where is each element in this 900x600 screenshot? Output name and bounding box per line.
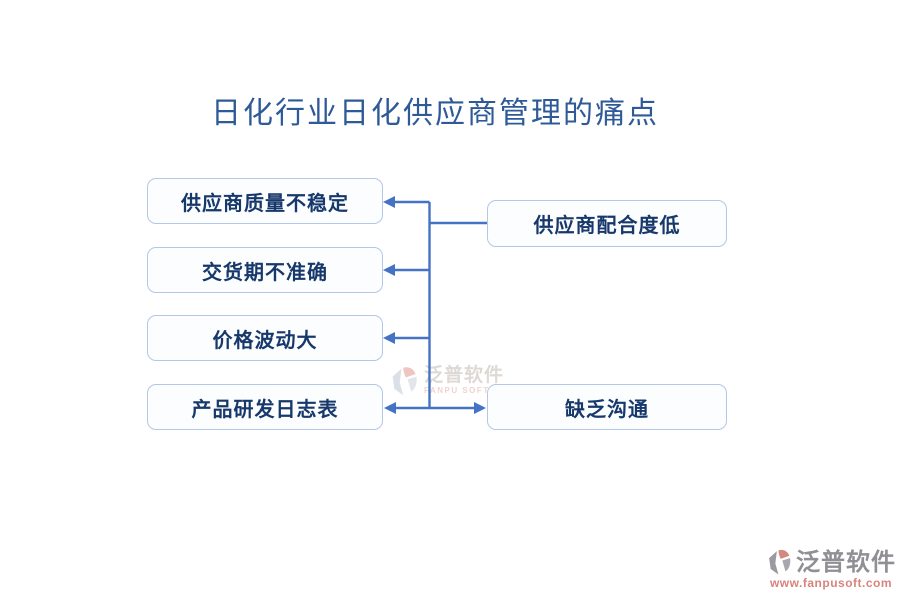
box-label: 交货期不准确 — [202, 259, 328, 284]
box-product-rd-log: 产品研发日志表 — [147, 384, 383, 430]
watermark-brand: 泛普软件 — [796, 547, 896, 576]
box-label: 产品研发日志表 — [191, 396, 339, 421]
box-supplier-quality-unstable: 供应商质量不稳定 — [147, 178, 383, 224]
watermark-center-text: 泛普软件 FANPU SOFTWARE — [424, 364, 520, 396]
watermark-center: 泛普软件 FANPU SOFTWARE — [390, 364, 520, 398]
watermark-brand: 泛普软件 — [424, 364, 505, 386]
diagram-title: 日化行业日化供应商管理的痛点 — [211, 96, 659, 131]
watermark-subtitle: FANPU SOFTWARE — [424, 386, 520, 395]
box-label: 供应商配合度低 — [533, 213, 681, 237]
arrowhead-right-4-icon — [474, 402, 486, 414]
arrowhead-left-4-icon — [384, 402, 396, 414]
fanpu-logo-icon — [392, 367, 417, 396]
watermark-url: www.fanpusoft.com — [769, 576, 893, 590]
box-label: 价格波动大 — [212, 327, 318, 352]
box-delivery-inaccurate: 交货期不准确 — [147, 247, 383, 293]
box-lack-of-communication: 缺乏沟通 — [487, 384, 727, 430]
box-label: 缺乏沟通 — [565, 396, 649, 421]
fanpu-logo-icon — [769, 549, 791, 575]
arrowhead-left-2-icon — [383, 264, 395, 276]
watermark-corner: 泛普软件 www.fanpusoft.com — [766, 548, 896, 590]
box-price-fluctuation: 价格波动大 — [147, 315, 383, 361]
arrowhead-left-3-icon — [383, 332, 395, 344]
box-label: 供应商质量不稳定 — [181, 190, 349, 215]
arrowhead-left-1-icon — [383, 196, 395, 208]
box-supplier-low-cooperation: 供应商配合度低 — [487, 200, 727, 247]
